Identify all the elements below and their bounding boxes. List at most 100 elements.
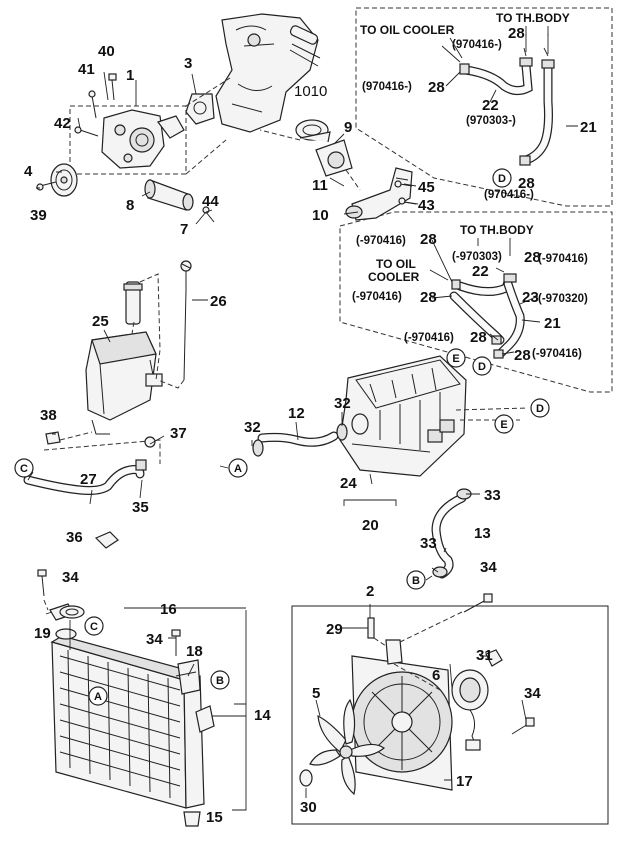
part-number-33: 33 <box>484 487 501 504</box>
part-number-4: 4 <box>24 163 33 180</box>
part-number-38: 38 <box>40 407 57 424</box>
engine-label: 1010 <box>294 83 327 100</box>
part-number-7: 7 <box>180 221 188 238</box>
part-number-19: 19 <box>34 625 51 642</box>
note-to-th-body-2: TO TH.BODY <box>460 223 534 237</box>
thermostat <box>295 119 353 177</box>
part-number-11: 11 <box>312 177 328 194</box>
svg-text:D: D <box>498 173 506 185</box>
svg-text:E: E <box>500 419 507 431</box>
svg-text:A: A <box>234 463 242 475</box>
date-code: (-970416) <box>532 348 582 360</box>
date-code: (970416-) <box>484 189 534 201</box>
part-number-22: 22 <box>472 263 489 280</box>
part-number-30: 30 <box>300 799 317 816</box>
part-number-8: 8 <box>126 197 134 214</box>
upper-hose-12 <box>252 413 369 457</box>
part-number-41: 41 <box>78 61 95 78</box>
part-number-34: 34 <box>480 559 497 576</box>
part-number-28: 28 <box>508 25 525 42</box>
part-number-27: 27 <box>80 471 97 488</box>
drain-plug-15 <box>183 811 201 827</box>
date-code: (-970416) <box>404 332 454 344</box>
date-code: (-970416) <box>538 253 588 265</box>
date-code: (-970303) <box>452 251 502 263</box>
fan-motor-6 <box>451 669 489 751</box>
part-number-13: 13 <box>474 525 491 542</box>
part-number-16: 16 <box>160 601 177 618</box>
nut-31 <box>485 649 503 667</box>
ref-circle-a-radiator: A <box>88 686 108 706</box>
part-number-12: 12 <box>288 405 305 422</box>
part-number-43: 43 <box>418 197 435 214</box>
date-code: (-970320) <box>538 293 588 305</box>
part-number-37: 37 <box>170 425 187 442</box>
part-number-1: 1 <box>126 67 134 84</box>
part-number-28: 28 <box>524 249 541 266</box>
part-number-40: 40 <box>98 43 115 60</box>
svg-text:D: D <box>478 361 486 373</box>
note-to-oil-cooler-1: TO OIL COOLER <box>360 23 455 37</box>
part-number-28: 28 <box>470 329 487 346</box>
inset1-hoses <box>441 34 555 166</box>
note-to-th-body-1: TO TH.BODY <box>496 11 570 25</box>
date-code: (970416-) <box>452 39 502 51</box>
svg-text:B: B <box>412 575 420 587</box>
part-number-45: 45 <box>418 179 435 196</box>
part-number-26: 26 <box>210 293 227 310</box>
part-number-5: 5 <box>312 685 320 702</box>
pulley <box>50 163 78 197</box>
part-number-17: 17 <box>456 773 473 790</box>
part-number-32: 32 <box>334 395 351 412</box>
ref-circle-c-reservoir: C <box>14 458 34 478</box>
inset2-hoses <box>449 273 525 359</box>
dipstick-26 <box>180 260 192 381</box>
part-number-28: 28 <box>428 79 445 96</box>
bolts-fan <box>463 593 535 735</box>
ref-circle-e-manifold: E <box>494 414 514 434</box>
part-number-31: 31 <box>476 647 493 664</box>
part-number-14: 14 <box>254 707 271 724</box>
part-number-39: 39 <box>30 207 47 224</box>
reservoir-hose-27 <box>23 436 156 495</box>
part-number-33: 33 <box>420 535 437 552</box>
fan-blade-5 <box>309 698 386 796</box>
radiator <box>49 603 215 809</box>
part-number-21: 21 <box>580 119 597 136</box>
part-number-2: 2 <box>366 583 374 600</box>
fan-assembly-box <box>291 605 609 825</box>
part-number-25: 25 <box>92 313 109 330</box>
inset-box-new-hoses <box>355 7 613 207</box>
ref-circle-d-inset2: D <box>472 356 492 376</box>
svg-text:C: C <box>20 463 28 475</box>
bolts-radiator <box>37 569 181 656</box>
ref-circle-d-manifold: D <box>530 398 550 418</box>
part-number-34: 34 <box>524 685 541 702</box>
ref-circle-d-inset1: D <box>492 168 512 188</box>
part-number-22: 22 <box>482 97 499 114</box>
radiator-cap <box>59 605 85 619</box>
part-number-20: 20 <box>362 517 379 534</box>
svg-text:C: C <box>90 621 98 633</box>
mount-bracket-18 <box>175 659 201 695</box>
part-number-28: 28 <box>518 175 535 192</box>
bracket-29 <box>367 617 403 665</box>
date-code: (970303-) <box>466 115 516 127</box>
lower-hose-13 <box>431 488 472 579</box>
water-pump-assembly <box>69 105 187 175</box>
part-number-36: 36 <box>66 529 83 546</box>
part-number-35: 35 <box>132 499 149 516</box>
ref-circle-a-hose: A <box>228 458 248 478</box>
part-number-32: 32 <box>244 419 261 436</box>
nut-30 <box>299 769 313 787</box>
part-number-42: 42 <box>54 115 71 132</box>
part-number-3: 3 <box>184 55 192 72</box>
part-number-28: 28 <box>514 347 531 364</box>
svg-text:D: D <box>536 403 544 415</box>
bolts-pump <box>36 73 117 191</box>
part-number-9: 9 <box>344 119 352 136</box>
part-number-24: 24 <box>340 475 357 492</box>
part-number-6: 6 <box>432 667 440 684</box>
svg-text:B: B <box>216 675 224 687</box>
